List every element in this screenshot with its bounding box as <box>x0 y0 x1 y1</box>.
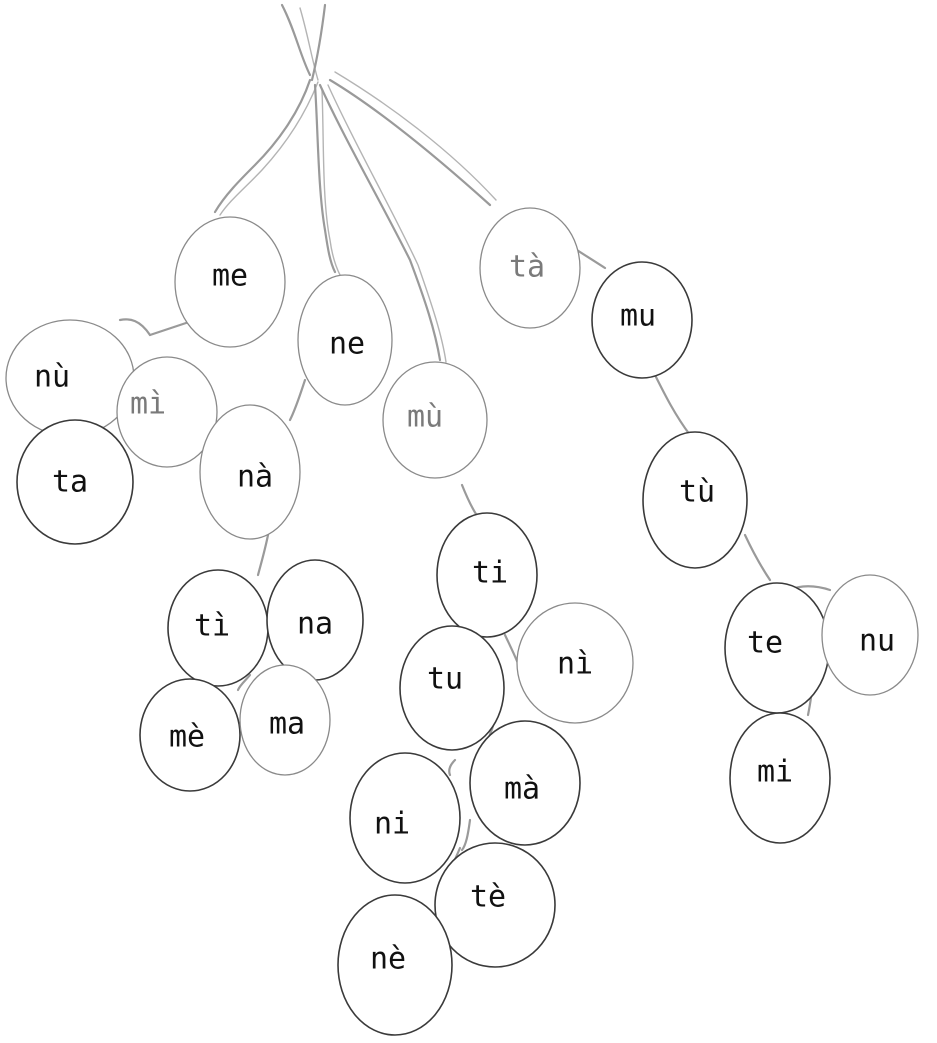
syllable-ni: ni <box>374 807 410 842</box>
syllable-me-grave: mè <box>169 720 205 755</box>
syllable-ta-grave: tà <box>509 250 545 285</box>
syllable-ti: ti <box>472 556 508 591</box>
syllable-tu: tu <box>427 662 463 697</box>
syllable-nu-grave: nù <box>34 360 70 395</box>
syllable-ta: ta <box>52 465 88 500</box>
grape-berries <box>6 208 918 1035</box>
syllable-nu: nu <box>859 624 895 659</box>
syllable-me: me <box>212 259 248 294</box>
syllable-mu: mu <box>620 299 656 334</box>
syllable-ti-grave: tì <box>194 609 230 644</box>
syllable-mi-grave: mì <box>130 387 166 422</box>
syllable-mi: mi <box>757 755 793 790</box>
syllable-te: te <box>747 626 783 661</box>
syllable-ne-grave: nè <box>370 942 406 977</box>
syllable-ma: ma <box>269 707 305 742</box>
syllable-tu-grave: tù <box>679 475 715 510</box>
syllable-ne: ne <box>329 327 365 362</box>
syllable-ma-grave: mà <box>504 772 540 807</box>
syllable-na-grave: nà <box>237 460 273 495</box>
syllable-mu-grave: mù <box>407 400 443 435</box>
syllable-na: na <box>297 607 333 642</box>
syllable-te-grave: tè <box>470 880 506 915</box>
syllable-ni-grave: nì <box>557 647 593 682</box>
